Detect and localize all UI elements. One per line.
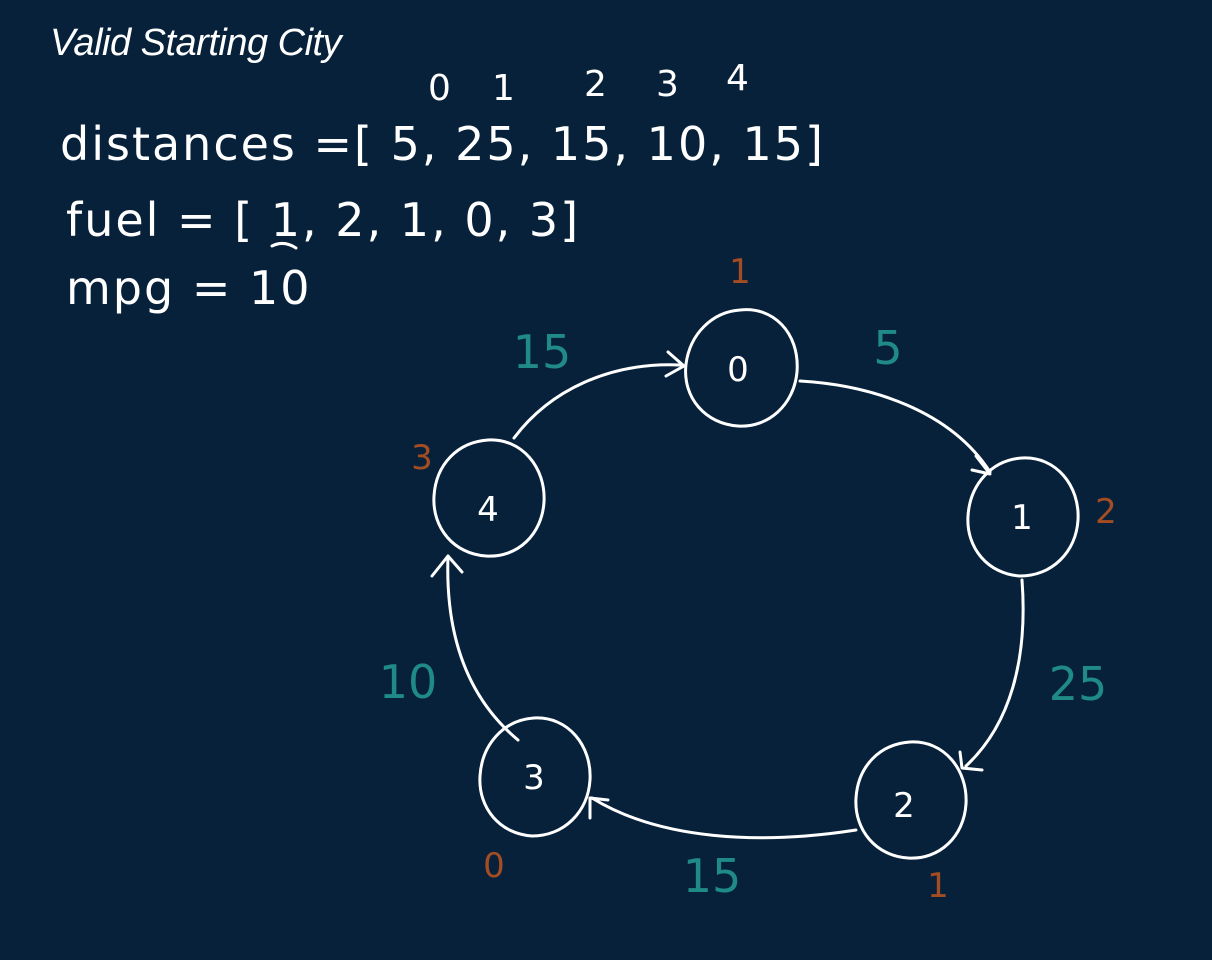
node-2-label: 2 — [893, 786, 915, 826]
edge-0-1-arrowhead — [970, 454, 992, 476]
node-4: 4 — [432, 438, 546, 558]
edge-2-3 — [590, 796, 858, 840]
mpg-line: mpg = 10 — [66, 261, 312, 315]
edge-4-0 — [512, 363, 682, 440]
node-1-label: 1 — [1011, 498, 1033, 538]
node-0-circle — [684, 308, 799, 428]
fuel-underline-mark — [270, 241, 298, 250]
index-4: 4 — [726, 58, 749, 99]
node-4-circle — [432, 438, 546, 558]
fuel-label-node-1: 2 — [1095, 492, 1117, 532]
distances-line: distances =[ 5, 25, 15, 10, 15] — [60, 117, 825, 171]
edge-1-2 — [964, 578, 1025, 768]
node-2-circle — [854, 740, 968, 860]
index-1: 1 — [492, 68, 515, 109]
page-title: Valid Starting City — [50, 22, 342, 64]
edge-1-2-arrowhead — [958, 750, 984, 772]
edge-3-4 — [446, 554, 520, 742]
distance-label-3-4: 10 — [379, 655, 438, 709]
distance-label-4-0: 15 — [513, 325, 572, 379]
node-2: 2 — [854, 740, 968, 860]
fuel-line: fuel = [ 1, 2, 1, 0, 3] — [66, 193, 580, 247]
index-3: 3 — [656, 64, 679, 105]
fuel-label-node-3: 0 — [483, 846, 505, 886]
node-3-label: 3 — [523, 758, 545, 798]
edges — [430, 350, 1025, 840]
index-0: 0 — [428, 68, 451, 109]
edge-0-1 — [798, 379, 992, 474]
fuel-label-node-4: 3 — [411, 438, 433, 478]
node-3-circle — [478, 716, 592, 838]
node-1-circle — [966, 456, 1080, 578]
distance-labels: 5 25 15 10 15 — [379, 321, 1108, 903]
node-0: 0 — [684, 308, 799, 428]
fuel-label-node-0: 1 — [729, 252, 751, 292]
distance-label-1-2: 25 — [1049, 657, 1108, 711]
node-1: 1 — [966, 456, 1080, 578]
edge-3-4-arrowhead — [430, 554, 464, 578]
fuel-labels: 1 2 1 0 3 — [411, 252, 1117, 906]
index-2: 2 — [584, 64, 607, 105]
index-row: 0 1 2 3 4 — [428, 58, 749, 109]
edge-2-3-arrowhead — [588, 796, 610, 820]
node-4-label: 4 — [477, 490, 499, 530]
edge-4-0-arrowhead — [664, 350, 686, 378]
distance-label-2-3: 15 — [683, 849, 742, 903]
fuel-label-node-2: 1 — [927, 866, 949, 906]
node-0-label: 0 — [727, 350, 749, 390]
distance-label-0-1: 5 — [873, 321, 902, 375]
node-3: 3 — [478, 716, 592, 838]
